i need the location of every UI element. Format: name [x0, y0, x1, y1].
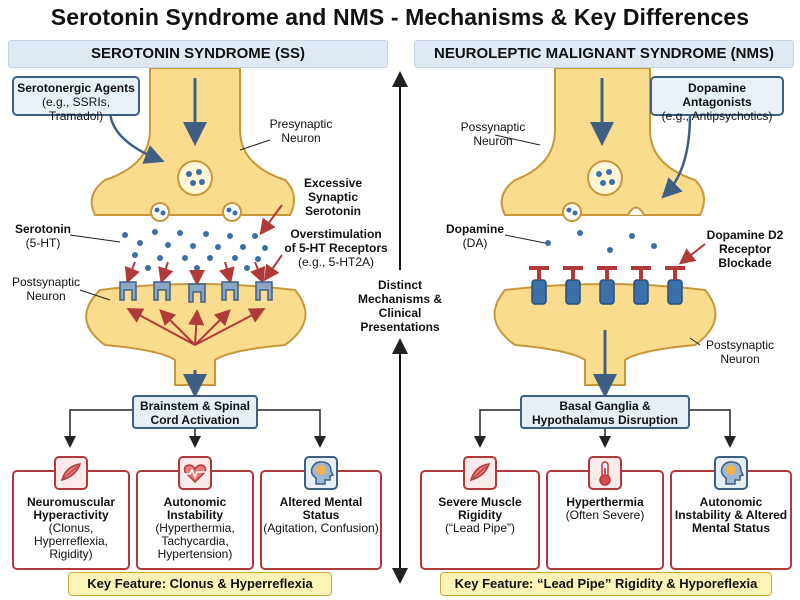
serotonin-abbr: (5-HT) [25, 236, 61, 250]
right-card-2-desc: (Often Severe) [565, 508, 645, 522]
serotonergic-agents-examples: (e.g., SSRIs, Tramadol) [41, 95, 111, 123]
overstimulation-label: Overstimulation of 5-HT Receptors (e.g.,… [284, 227, 388, 269]
left-key-feature: Key Feature: Clonus & Hyperreflexia [68, 572, 332, 596]
left-postsynaptic-label: Postsynaptic Neuron [11, 275, 81, 303]
left-card-1-desc: (Clonus, Hyperreflexia, Rigidity) [33, 521, 109, 561]
right-panel-header: NEUROLEPTIC MALIGNANT SYNDROME (NMS) [414, 40, 794, 68]
left-card-2-desc: (Hyperthermia, Tachycardia, Hypertension… [155, 521, 235, 561]
right-postsynaptic-label: Postsynaptic Neuron [705, 338, 775, 366]
muscle-icon [54, 456, 88, 490]
overstimulation-example: (e.g., 5-HT2A) [297, 255, 375, 269]
left-card-3: Altered Mental Status (Agitation, Confus… [260, 456, 382, 570]
5ht-receptors [119, 281, 273, 303]
d2-blockade-label: Dopamine D2 Receptor Blockade [706, 228, 784, 270]
serotonergic-agents-title: Serotonergic Agents [17, 81, 135, 95]
presynaptic-neuron-label: Presynaptic Neuron [269, 117, 333, 145]
left-card-3-title: Altered Mental Status [279, 495, 363, 522]
left-panel-header: SEROTONIN SYNDROME (SS) [8, 40, 388, 68]
thermometer-icon [588, 456, 622, 490]
right-key-feature: Key Feature: “Lead Pipe” Rigidity & Hypo… [440, 572, 772, 596]
dopamine-abbr: (DA) [462, 236, 488, 250]
right-card-3: Autonomic Instability & Altered Mental S… [670, 456, 792, 570]
left-process-box: Brainstem & Spinal Cord Activation [132, 395, 258, 429]
dopamine-antagonists-examples: (e.g., Antipsychotics) [661, 109, 773, 123]
dopamine-name: Dopamine [445, 222, 504, 236]
left-card-1: Neuromuscular Hyperactivity (Clonus, Hyp… [12, 456, 130, 570]
right-card-1-desc: (“Lead Pipe”) [444, 521, 516, 535]
dopamine-molecules [545, 230, 657, 253]
dopamine-antagonists-callout: Dopamine Antagonists (e.g., Antipsychoti… [650, 76, 784, 123]
right-card-1: Severe Muscle Rigidity (“Lead Pipe”) [420, 456, 540, 570]
brain-head-icon [714, 456, 748, 490]
left-card-2-title: Autonomic Instability [163, 495, 227, 522]
excessive-serotonin-label: Excessive Synaptic Serotonin [303, 176, 363, 218]
overstimulation-text: Overstimulation of 5-HT Receptors [284, 227, 388, 255]
antagonist-blockers [529, 266, 685, 280]
page-title: Serotonin Syndrome and NMS - Mechanisms … [50, 4, 750, 30]
right-card-2: Hyperthermia (Often Severe) [546, 456, 664, 570]
left-card-3-desc: (Agitation, Confusion) [263, 521, 379, 535]
muscle-icon [463, 456, 497, 490]
heart-monitor-icon [178, 456, 212, 490]
brain-head-icon [304, 456, 338, 490]
right-card-2-title: Hyperthermia [566, 495, 644, 509]
left-card-1-title: Neuromuscular Hyperactivity [26, 495, 116, 522]
right-card-1-title: Severe Muscle Rigidity [438, 495, 522, 522]
right-card-3-title: Autonomic Instability & Altered Mental S… [674, 495, 788, 535]
serotonergic-agents-callout: Serotonergic Agents (e.g., SSRIs, Tramad… [12, 76, 140, 123]
serotonin-molecules [122, 229, 268, 271]
serotonin-label: Serotonin (5-HT) [8, 222, 78, 250]
right-process-box: Basal Ganglia & Hypothalamus Disruption [520, 395, 690, 429]
serotonin-name: Serotonin [15, 222, 71, 236]
right-presynaptic-label: Possynaptic Neuron [460, 120, 526, 148]
dopamine-antagonists-title: Dopamine Antagonists [682, 81, 752, 109]
dopamine-label: Dopamine (DA) [440, 222, 510, 250]
left-card-2: Autonomic Instability (Hyperthermia, Tac… [136, 456, 254, 570]
center-label: Distinct Mechanisms & Clinical Presentat… [347, 278, 453, 334]
